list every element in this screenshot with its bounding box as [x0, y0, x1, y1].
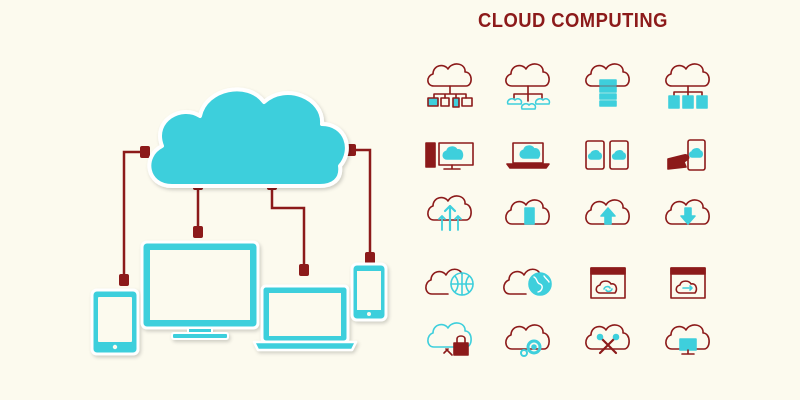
cloud-upload-circuit-icon	[427, 195, 472, 232]
cloud-network-devices-icon	[427, 63, 473, 108]
cloud-security-lock-icon	[427, 322, 472, 356]
cloud-globe-icon	[503, 268, 552, 296]
cloud-door-icon	[505, 199, 550, 225]
cloud-download-icon	[665, 199, 710, 225]
cloud-phone-touch-icon	[667, 139, 706, 171]
cloud-globe-grid-icon	[425, 268, 474, 296]
main-cloud-icon	[147, 87, 349, 188]
browser-cloud-sync-icon	[590, 267, 626, 299]
laptop-device-icon	[252, 284, 358, 352]
tablet-device-icon	[90, 288, 140, 356]
icon-grid	[425, 63, 710, 357]
cloud-settings-gear-icon	[505, 324, 550, 357]
cloud-upload-icon	[585, 199, 630, 225]
cloud-tools-icon	[585, 324, 630, 355]
cloud-distribution-icon	[505, 63, 551, 110]
cloud-monitor-icon	[665, 324, 710, 355]
cloud-desktop-computer-icon	[425, 142, 474, 170]
cloud-data-cluster-icon	[665, 63, 710, 109]
desktop-monitor-icon	[140, 240, 260, 340]
cloud-tablet-sync-icon	[585, 140, 629, 170]
page-title: CLOUD COMPUTING	[478, 10, 668, 32]
smartphone-device-icon	[350, 262, 388, 322]
cloud-laptop-icon	[506, 142, 550, 169]
browser-cloud-transfer-icon	[670, 267, 706, 299]
main-cloud-network-illustration	[90, 87, 388, 356]
cloud-server-icon	[585, 63, 630, 107]
